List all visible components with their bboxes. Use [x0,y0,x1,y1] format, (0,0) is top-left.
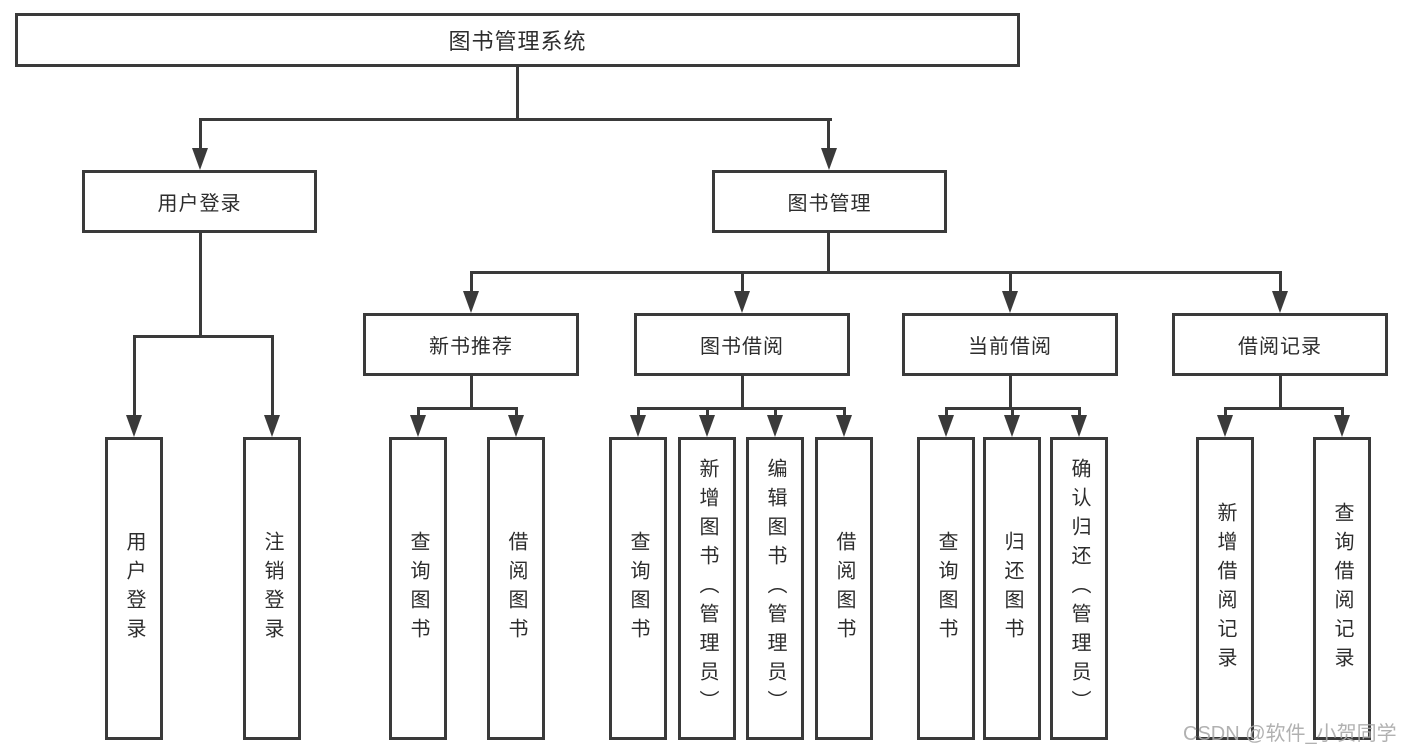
node-label: 图书借阅 [700,336,784,358]
connector-line [469,271,1282,274]
arrow-down-icon [630,415,646,437]
node-label: 图书管理系统 [448,29,587,54]
arrow-down-icon [938,415,954,437]
connector-line [773,407,777,419]
node-label: 注销登录 [261,530,283,647]
arrow-down-icon [264,415,280,437]
node-label: 新书推荐 [429,336,513,358]
connector-line [827,118,830,151]
arrow-down-icon [1071,415,1087,437]
node-label: 查询图书 [935,530,957,647]
connector-line [1077,407,1081,419]
arrow-down-icon [1004,415,1020,437]
node-leaf-query-borrow-record: 查询借阅记录 [1313,437,1371,740]
arrow-down-icon [410,415,426,437]
connector-line [842,407,846,419]
connector-line [1278,271,1282,293]
node-label: 用户登录 [123,530,145,647]
node-label: 借阅图书 [833,530,855,647]
arrow-down-icon [820,148,837,170]
arrow-down-icon [734,291,750,313]
connector-line [198,118,202,151]
node-leaf-borrow-query-book: 查询图书 [609,437,667,740]
connector-line [740,376,744,410]
node-leaf-confirm-return-admin: 确认归还（管理员） [1050,437,1108,740]
connector-line [270,335,274,419]
node-leaf-borrow-book: 借阅图书 [815,437,873,740]
node-leaf-logout: 注销登录 [243,437,301,740]
connector-line [132,335,136,419]
connector-line [827,233,830,274]
connector-line [1223,407,1227,419]
arrow-down-icon [508,415,524,437]
csdn-watermark: CSDN @软件_小贺同学 [1183,723,1397,745]
node-label: 图书管理 [787,193,872,215]
arrow-down-icon [699,415,715,437]
connector-line [1008,271,1012,293]
node-leaf-user-login: 用户登录 [105,437,163,740]
arrow-down-icon [1217,415,1233,437]
node-book-borrowing: 图书借阅 [634,313,850,376]
connector-line [1008,376,1012,410]
node-label: 查询图书 [407,530,429,647]
node-user-login: 用户登录 [82,170,317,233]
connector-line [198,233,202,338]
connector-line [132,335,274,338]
connector-line [514,407,518,419]
connector-line [1278,376,1282,410]
node-book-management: 图书管理 [712,170,947,233]
node-leaf-add-book-admin: 新增图书（管理员） [678,437,736,740]
connector-line [636,407,846,410]
node-label: 用户登录 [157,193,242,215]
node-label: 查询图书 [627,530,649,647]
node-leaf-recommend-query-book: 查询图书 [389,437,447,740]
node-current-borrowing: 当前借阅 [902,313,1118,376]
node-label: 借阅图书 [505,530,527,647]
connector-line [636,407,640,419]
node-library-management-system: 图书管理系统 [15,13,1020,67]
node-leaf-recommend-borrow-book: 借阅图书 [487,437,545,740]
node-label: 当前借阅 [968,336,1052,358]
node-label: 归还图书 [1001,530,1023,647]
arrow-down-icon [192,148,208,170]
connector-line [1223,407,1344,410]
connector-line [469,271,473,293]
connector-line [416,407,420,419]
arrow-down-icon [1334,415,1350,437]
connector-line [740,271,744,293]
connector-line [1010,407,1014,419]
arrow-down-icon [126,415,142,437]
connector-line [944,407,948,419]
node-leaf-edit-book-admin: 编辑图书（管理员） [746,437,804,740]
node-leaf-current-query-book: 查询图书 [917,437,975,740]
arrow-down-icon [1002,291,1018,313]
node-new-book-recommendation: 新书推荐 [363,313,579,376]
connector-line [515,67,519,118]
node-label: 借阅记录 [1238,336,1322,358]
node-label: 新增借阅记录 [1214,501,1236,676]
node-label: 确认归还（管理员） [1068,458,1090,719]
connector-line [416,407,518,410]
connector-line [705,407,709,419]
connector-line [1340,407,1344,419]
connector-line [198,118,832,121]
arrow-down-icon [836,415,852,437]
arrow-down-icon [463,291,479,313]
node-leaf-return-book: 归还图书 [983,437,1041,740]
node-label: 新增图书（管理员） [696,458,718,719]
arrow-down-icon [767,415,783,437]
node-borrowing-records: 借阅记录 [1172,313,1388,376]
node-label: 查询借阅记录 [1331,501,1353,676]
connector-line [469,376,473,410]
arrow-down-icon [1272,291,1288,313]
node-leaf-add-borrow-record: 新增借阅记录 [1196,437,1254,740]
node-label: 编辑图书（管理员） [764,458,786,719]
